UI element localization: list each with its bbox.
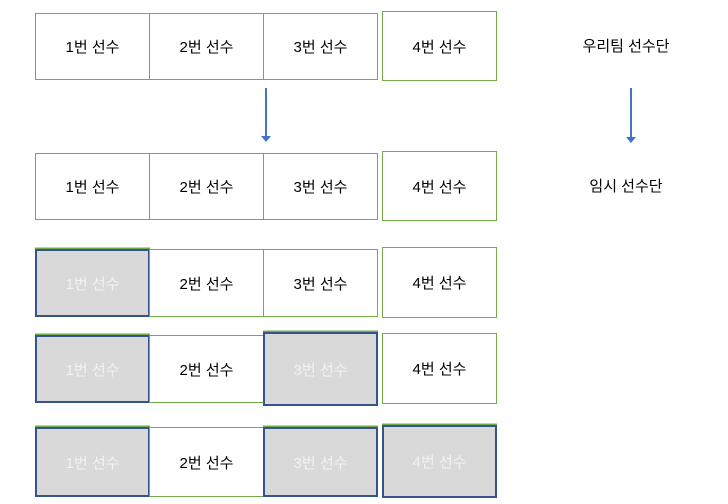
player-box-label: 1번 선수	[65, 179, 120, 196]
player-box-label: 4번 선수	[412, 361, 467, 378]
player-row-step-1: 1번 선수 2번 선수 3번 선수 4번 선수	[35, 247, 497, 318]
player-box-1: 1번 선수	[35, 249, 150, 317]
player-box-label: 4번 선수	[412, 178, 467, 196]
player-box-label: 3번 선수	[293, 275, 348, 293]
player-row-our-team: 1번 선수 2번 선수 3번 선수 4번 선수	[35, 11, 497, 81]
player-box-3: 3번 선수	[263, 249, 378, 317]
player-row-temp-initial: 1번 선수 2번 선수 3번 선수 4번 선수	[35, 151, 497, 221]
player-box-label: 2번 선수	[179, 179, 234, 196]
player-box-2: 2번 선수	[149, 249, 264, 317]
player-box-label: 1번 선수	[65, 275, 120, 293]
player-box-label: 4번 선수	[412, 275, 467, 292]
player-box-label: 4번 선수	[412, 38, 467, 56]
player-row-step-2: 1번 선수 2번 선수 3번 선수 4번 선수	[35, 332, 497, 406]
temp-roster-label: 임시 선수단	[589, 178, 663, 195]
player-row-step-3: 1번 선수 2번 선수 3번 선수 4번 선수	[35, 425, 497, 498]
player-box-2: 2번 선수	[149, 335, 264, 403]
player-box-4: 4번 선수	[382, 151, 497, 221]
player-box-3: 3번 선수	[263, 332, 378, 406]
player-box-4: 4번 선수	[382, 247, 497, 318]
player-box-label: 4번 선수	[412, 454, 467, 471]
player-box-label: 2번 선수	[179, 454, 234, 472]
player-box-3: 3번 선수	[263, 153, 378, 220]
down-arrow-right	[630, 88, 632, 138]
player-box-4: 4번 선수	[382, 11, 497, 81]
player-box-2: 2번 선수	[149, 153, 264, 220]
player-box-label: 3번 선수	[293, 39, 348, 56]
player-box-1: 1번 선수	[35, 335, 150, 403]
player-box-2: 2번 선수	[149, 427, 264, 497]
player-box-label: 3번 선수	[293, 454, 348, 472]
player-box-label: 2번 선수	[179, 275, 234, 293]
player-box-3: 3번 선수	[263, 13, 378, 80]
player-box-3: 3번 선수	[263, 427, 378, 497]
player-box-label: 3번 선수	[293, 179, 348, 196]
player-box-4: 4번 선수	[382, 425, 497, 498]
player-box-label: 1번 선수	[65, 454, 120, 472]
down-arrow-center	[265, 88, 267, 137]
player-box-1: 1번 선수	[35, 427, 150, 497]
player-box-label: 1번 선수	[65, 361, 120, 379]
our-team-roster-label: 우리팀 선수단	[582, 38, 670, 55]
player-box-label: 3번 선수	[293, 361, 348, 379]
player-box-4: 4번 선수	[382, 333, 497, 404]
player-box-label: 2번 선수	[179, 39, 234, 56]
player-box-label: 1번 선수	[65, 39, 120, 56]
player-box-2: 2번 선수	[149, 13, 264, 80]
player-box-1: 1번 선수	[35, 153, 150, 220]
player-box-label: 2번 선수	[179, 361, 234, 379]
player-box-1: 1번 선수	[35, 13, 150, 80]
